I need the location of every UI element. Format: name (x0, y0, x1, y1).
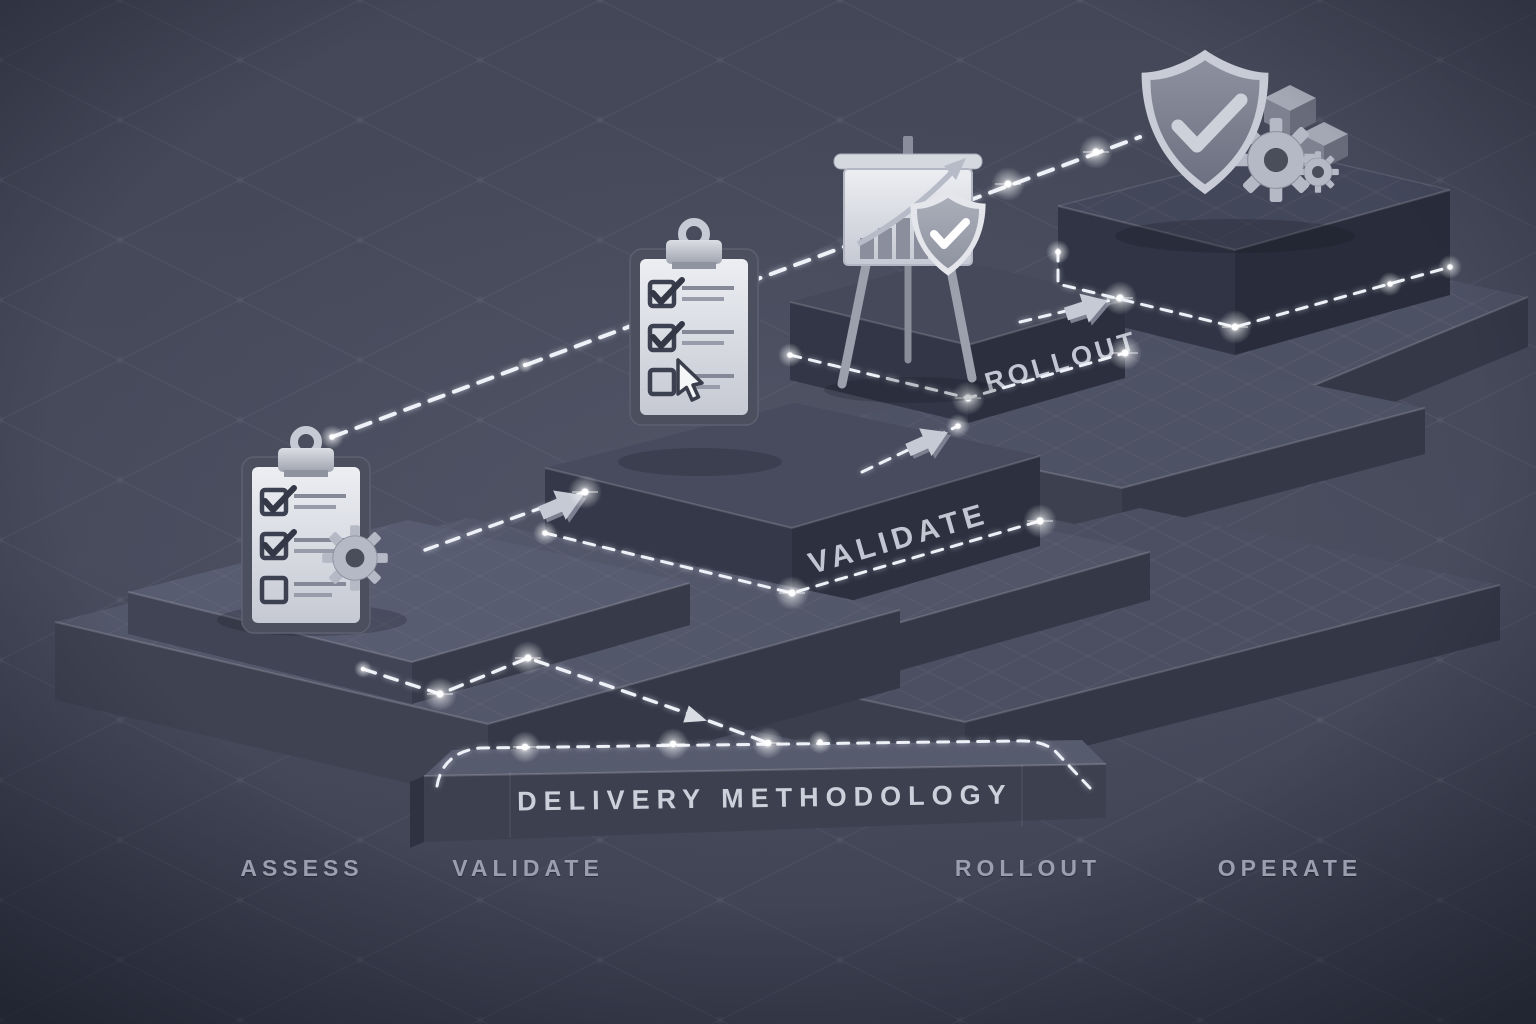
glow-dot (423, 677, 457, 711)
stage-label-assess: ASSESS (240, 855, 364, 881)
glow-dot (1023, 504, 1057, 538)
stage-label-operate: OPERATE (1217, 855, 1363, 881)
glow-dot (1218, 310, 1252, 344)
glow-dot (775, 576, 809, 610)
glow-dot (568, 475, 602, 509)
glow-dot (1046, 240, 1070, 264)
small-gear-icon (1296, 150, 1340, 194)
glow-dot (354, 660, 372, 678)
glow-dot (1103, 281, 1137, 315)
shadow (1115, 219, 1355, 253)
clipboard-checklist-cursor-icon (629, 218, 759, 426)
glow-dot (517, 357, 533, 373)
glow-dot (509, 731, 541, 763)
gear-icon (321, 524, 389, 592)
stage-label-validate: VALIDATE (452, 855, 604, 881)
glow-dot (1438, 255, 1462, 279)
stage-label-rollout: ROLLOUT (954, 855, 1102, 881)
glow-dot (533, 521, 557, 545)
glow-dot (991, 167, 1025, 201)
glow-dot (657, 728, 689, 760)
glow-dot (1108, 336, 1142, 370)
glow-dot (778, 343, 802, 367)
glow-dot (808, 730, 832, 754)
glow-dot (1378, 272, 1402, 296)
glow-dot (320, 425, 344, 449)
glow-dot (946, 414, 970, 438)
glow-dot (511, 641, 545, 675)
shadow (618, 448, 782, 476)
glow-dot (1079, 135, 1113, 169)
glow-dot (752, 727, 784, 759)
clipboard-checklist-gear-icon (241, 426, 389, 634)
